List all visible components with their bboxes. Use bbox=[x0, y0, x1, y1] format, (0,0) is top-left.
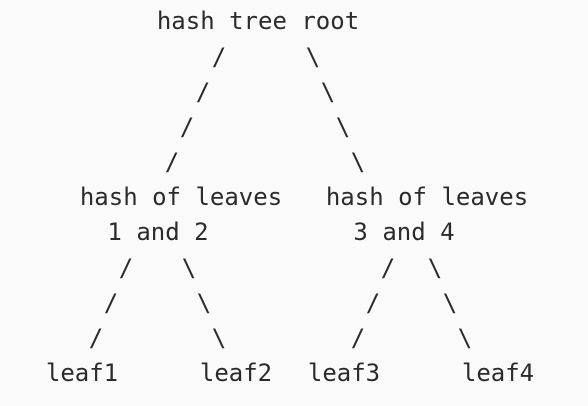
edge-left-leaf2: \ bbox=[211, 324, 227, 352]
edge-root-right: \ bbox=[320, 78, 336, 106]
edge-left-leaf2: \ bbox=[181, 254, 197, 282]
left-node-label-line1: hash of leaves bbox=[79, 183, 283, 211]
edge-root-left: / bbox=[179, 113, 195, 141]
edge-left-leaf2: \ bbox=[196, 289, 212, 317]
edge-right-leaf4: \ bbox=[457, 324, 473, 352]
edge-right-leaf3: / bbox=[380, 254, 396, 282]
edge-root-right: \ bbox=[335, 113, 351, 141]
edge-root-right: \ bbox=[305, 43, 321, 71]
edge-left-leaf1: / bbox=[103, 289, 119, 317]
edge-root-left: / bbox=[164, 148, 180, 176]
leaf-3-label: leaf3 bbox=[307, 359, 381, 387]
left-node-label-line2: 1 and 2 bbox=[107, 218, 209, 246]
edge-left-leaf1: / bbox=[118, 254, 134, 282]
edge-root-right: \ bbox=[350, 148, 366, 176]
leaf-4-label: leaf4 bbox=[461, 359, 535, 387]
edge-root-left: / bbox=[211, 43, 227, 71]
leaf-1-label: leaf1 bbox=[45, 359, 119, 387]
edge-right-leaf3: / bbox=[365, 289, 381, 317]
edge-right-leaf4: \ bbox=[442, 289, 458, 317]
edge-left-leaf1: / bbox=[88, 324, 104, 352]
right-node-label-line2: 3 and 4 bbox=[353, 218, 455, 246]
edge-right-leaf3: / bbox=[350, 324, 366, 352]
leaf-2-label: leaf2 bbox=[199, 359, 273, 387]
root-node-label: hash tree root bbox=[156, 7, 360, 35]
edge-root-left: / bbox=[195, 78, 211, 106]
edge-right-leaf4: \ bbox=[427, 254, 443, 282]
right-node-label-line1: hash of leaves bbox=[325, 183, 529, 211]
